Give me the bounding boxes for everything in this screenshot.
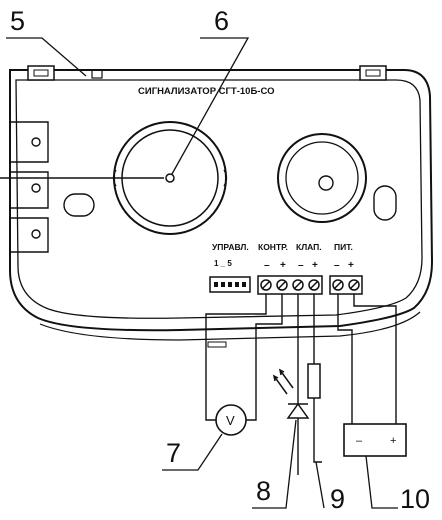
power-supply-plus: + <box>390 435 396 447</box>
terminal-block-pit <box>329 275 363 295</box>
callout-7: 7 <box>166 438 181 468</box>
klap-label: КЛАП. <box>296 242 322 252</box>
sensor-center <box>165 173 175 183</box>
buzzer-center <box>318 175 334 191</box>
callout-10: 10 <box>400 484 430 514</box>
klap-minus: – <box>298 260 304 271</box>
power-supply-minus: – <box>356 435 363 447</box>
control-connector <box>209 276 251 293</box>
side-tabs <box>10 121 49 253</box>
diode-symbol <box>272 368 310 419</box>
board-title: СИГНАЛИЗАТОР СГТ-10Б-СО <box>138 86 274 97</box>
mounting-slot-left <box>63 193 95 217</box>
housing-rim <box>39 311 421 341</box>
callout-5: 5 <box>10 6 25 36</box>
callout-8: 8 <box>256 476 271 506</box>
wiring <box>205 294 397 475</box>
kontr-minus: – <box>264 260 270 271</box>
sensor-side-bump-right <box>223 169 228 187</box>
latch-left-notch <box>33 69 49 77</box>
uprav-range: 1 _ 5 <box>214 259 232 268</box>
voltmeter-symbol: V <box>226 413 235 428</box>
uprav-label: УПРАВЛ. <box>212 242 249 252</box>
pit-minus: – <box>334 260 340 271</box>
latch-left <box>27 65 55 81</box>
power-supply <box>343 423 407 457</box>
housing-outline <box>9 69 434 332</box>
pit-label: ПИТ. <box>334 242 353 252</box>
rim-clip <box>207 341 227 348</box>
buzzer-inner <box>285 141 359 215</box>
kontr-label: КОНТР. <box>258 242 288 252</box>
latch-right-notch <box>365 69 381 77</box>
mounting-slot-right <box>373 185 397 221</box>
terminal-block-kontr-klap <box>257 275 323 295</box>
klap-plus: + <box>312 260 318 271</box>
callout-9: 9 <box>330 484 345 514</box>
buzzer-outer <box>277 133 367 223</box>
control-connector-pins <box>214 282 246 287</box>
housing-inner-outline <box>15 79 423 319</box>
kontr-plus: + <box>280 260 286 271</box>
resistor <box>307 363 321 399</box>
latch-small <box>91 69 103 79</box>
callout-6: 6 <box>214 6 229 36</box>
pit-plus: + <box>348 260 354 271</box>
voltmeter <box>215 404 247 436</box>
callout-leaders <box>6 37 398 509</box>
latch-right <box>359 65 387 81</box>
